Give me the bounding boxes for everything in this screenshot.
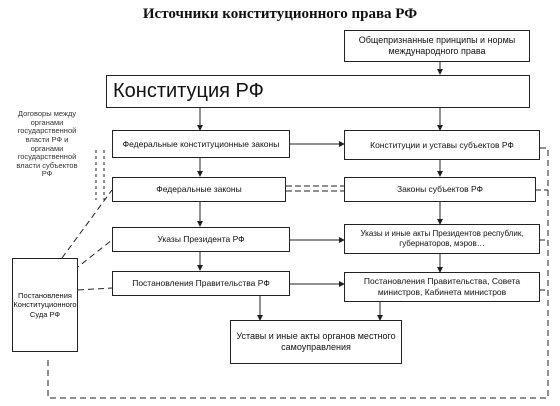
intl-law-box: Общепризнанные принципы и нормы междунар…	[344, 30, 530, 62]
court-decisions-box: Постановления Конституционного Суда РФ	[12, 258, 78, 352]
government-box: Постановления Правительства РФ	[112, 271, 290, 296]
diagram-title: Источники конституционного права РФ	[142, 6, 418, 22]
local-government-box: Уставы и иные акты органов местного само…	[230, 320, 402, 364]
subject-constitutions-box: Конституции и уставы субъектов РФ	[344, 130, 540, 160]
fkz-box: Федеральные конституционные законы	[112, 130, 290, 158]
dashed-frame	[47, 147, 549, 399]
subject-laws-box: Законы субъектов РФ	[344, 177, 536, 202]
president-decrees-box: Указы Президента РФ	[112, 227, 290, 252]
dashed-link	[73, 239, 113, 271]
dashed-link	[77, 287, 113, 291]
dashed-link	[61, 189, 113, 259]
federal-laws-box: Федеральные законы	[112, 177, 286, 202]
constitution-box: Конституция РФ	[106, 75, 530, 108]
subject-president-acts-box: Указы и иные акты Президентов республик,…	[344, 224, 540, 254]
treaties-note: Договоры между органами государственной …	[16, 109, 78, 179]
subject-government-box: Постановления Правительства, Совета мини…	[344, 272, 540, 302]
